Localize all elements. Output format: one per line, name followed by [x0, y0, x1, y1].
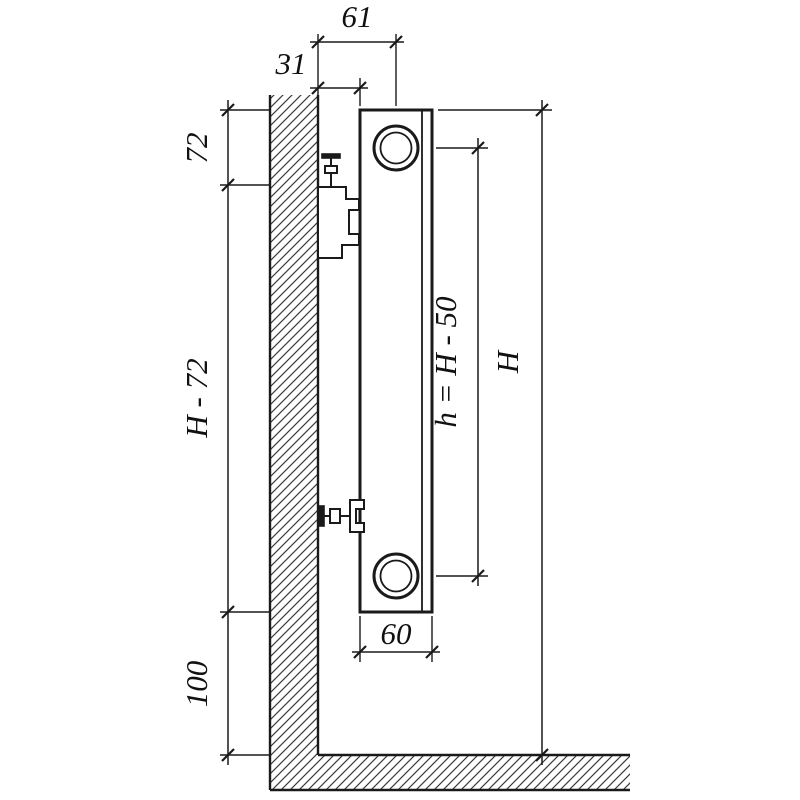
upper-screw-head [321, 153, 341, 159]
dimension-tick [389, 35, 403, 49]
masonry-hatch [270, 95, 630, 790]
dim-label-h-minus-72: H - 72 [179, 358, 214, 438]
top-pipe-connection-inner [379, 131, 413, 165]
dim-label-100: 100 [179, 660, 214, 707]
dimension-tick [311, 35, 325, 49]
dimension-left-chain: 72 H - 72 100 [179, 100, 270, 765]
upper-bracket-body [317, 186, 360, 259]
dimension-tick [221, 103, 235, 117]
dimension-total-height: H [438, 100, 552, 765]
top-pipe-connection-outer [372, 124, 420, 172]
dimension-radiator-depth: 60 [352, 616, 440, 662]
dimension-tick [221, 748, 235, 762]
dimension-tick [535, 103, 549, 117]
radiator-body [358, 108, 434, 614]
dimension-tick [221, 605, 235, 619]
dimension-tick [535, 748, 549, 762]
lower-bracket [318, 499, 365, 533]
dimension-tick [471, 141, 485, 155]
lower-screw-nut [329, 508, 341, 524]
dim-label-total-height: H [490, 349, 525, 374]
dimension-tick [425, 645, 439, 659]
dimension-wall-to-pipe-center: 61 [310, 0, 404, 106]
lower-clamp-jaw [349, 499, 365, 533]
dimension-tick [471, 569, 485, 583]
dimension-tick [353, 645, 367, 659]
bottom-pipe-connection-inner [379, 559, 413, 593]
dimension-tick [311, 81, 325, 95]
dim-label-31: 31 [275, 46, 307, 81]
dimension-pipe-spacing: h = H - 50 [428, 138, 488, 586]
dimension-wall-to-bracket: 31 [275, 46, 368, 106]
upper-screw-nut [324, 165, 338, 174]
dimension-tick [221, 178, 235, 192]
dim-label-pipe-spacing: h = H - 50 [428, 296, 463, 428]
dimension-tick [353, 81, 367, 95]
dim-label-61: 61 [342, 0, 373, 34]
wall-and-floor [268, 95, 630, 792]
lower-screw-head [318, 505, 325, 527]
radiator [358, 108, 434, 614]
dim-label-60: 60 [381, 616, 413, 651]
bottom-pipe-connection-outer [372, 552, 420, 600]
upper-bracket [317, 153, 360, 259]
dim-label-72: 72 [179, 133, 214, 164]
